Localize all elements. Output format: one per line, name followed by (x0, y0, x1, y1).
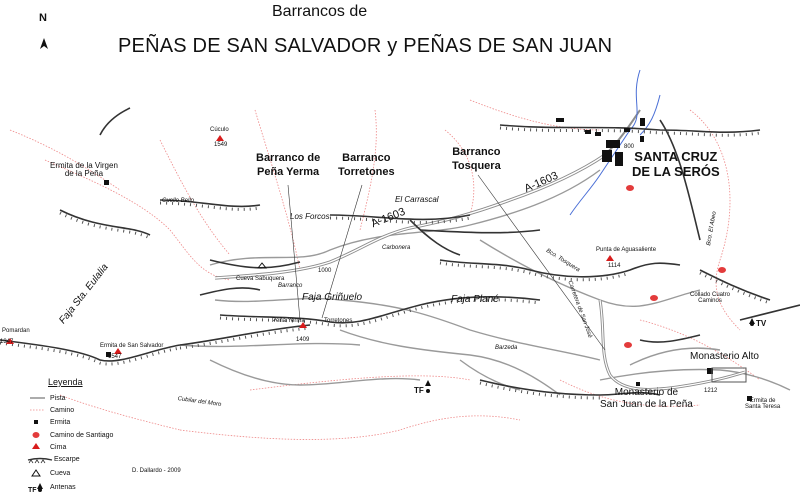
label-alt-1114: 1114 (608, 263, 621, 269)
map-title: PEÑAS DE SAN SALVADOR y PEÑAS DE SAN JUA… (118, 35, 613, 57)
label-cuculo-alt: 1549 (214, 142, 228, 148)
river (569, 69, 661, 216)
label-cuello-bello: Cuello Bello (162, 198, 195, 204)
label-ermita-santa-teresa: Ermita de Santa Teresa (745, 398, 781, 410)
cueva-icon (256, 262, 268, 269)
legend-item-escarpe: Escarpe (54, 456, 80, 463)
legend-item-cima: Cima (50, 444, 67, 451)
monasterio-alto-area (711, 367, 747, 383)
label-monasterio-alto: Monasterio Alto (690, 351, 759, 362)
legend-item-camino-santiago: Camino de Santiago (50, 432, 114, 439)
legend-symbols (27, 397, 53, 492)
label-alt-800: 800 (624, 144, 635, 150)
label-barranco-tosquera: Barranco Tosquera (452, 146, 501, 172)
label-punta-aguasaliente: Punta de Aguasaliente (596, 247, 657, 253)
label-tf: TF (414, 386, 424, 395)
label-alt-1347: 1347 (0, 339, 14, 345)
road-a1603 (214, 109, 641, 280)
north-label: N (39, 12, 47, 24)
label-ermita-virgen: Ermita de la Virgen de la Peña (50, 161, 118, 178)
label-barranco-pena-yerma: Barranco de Peña Yerma (256, 152, 321, 178)
label-alt-1409: 1409 (296, 337, 310, 343)
label-faja-grinuelo: Faja Griñuelo (302, 292, 363, 303)
label-santa-cruz: SANTA CRUZ DE LA SERÓS (632, 149, 720, 179)
legend-item-cueva: Cueva (50, 470, 71, 477)
escarpments (0, 107, 800, 396)
cima-markers (6, 135, 614, 354)
legend-item-camino: Camino (50, 407, 75, 414)
village-buildings (104, 118, 752, 401)
legend-item-antenas: Antenas (50, 484, 76, 491)
label-barzeda: Barzeda (495, 345, 518, 351)
label-collado-cuatro-caminos: Collado Cuatro Caminos (690, 292, 731, 304)
pista-tracks (179, 169, 791, 396)
label-faja-plane: Faja Plané (451, 294, 499, 305)
label-pomardan: Pomardan (2, 328, 30, 334)
santiago-markers (624, 185, 726, 348)
legend-item-pista: Pista (50, 395, 66, 402)
label-el-carrascal: El Carrascal (395, 195, 439, 204)
label-cueva-sabuquera: Cueva Sabuquera (236, 276, 285, 282)
label-tv: TV (756, 319, 767, 328)
label-barranco-torretones: Barranco Torretones (338, 152, 395, 178)
label-carbonera: Carbonera (382, 245, 411, 251)
legend-title: Leyenda (48, 377, 83, 387)
escarpment-teeth (0, 126, 771, 400)
label-monasterio-san-juan: Monasterio de San Juan de la Peña (600, 387, 693, 410)
legend-item-ermita: Ermita (50, 419, 71, 426)
label-torretones: Torretones (324, 318, 353, 324)
label-pena-yerma: Peña Yerma (272, 318, 305, 324)
label-los-forcos: Los Forcos (290, 212, 330, 221)
road-san-juan (598, 299, 746, 391)
label-alt-1212: 1212 (704, 388, 718, 394)
antenna-icon (425, 318, 755, 393)
label-alt-1000: 1000 (318, 268, 332, 274)
label-barranco-small: Barranco (278, 283, 303, 289)
map-author: D. Dallardo - 2009 (132, 468, 181, 474)
label-ermita-san-salvador: Ermita de San Salvador (100, 343, 164, 349)
map-subtitle: Barrancos de (272, 3, 368, 20)
legend-antenas-symbol: TF (28, 487, 37, 494)
north-arrow-icon (40, 38, 48, 49)
label-cuculo: Cúculo (210, 127, 229, 133)
leader-lines (287, 174, 606, 351)
label-alt-1547: 1547 (108, 354, 122, 360)
camino-paths (9, 99, 761, 440)
